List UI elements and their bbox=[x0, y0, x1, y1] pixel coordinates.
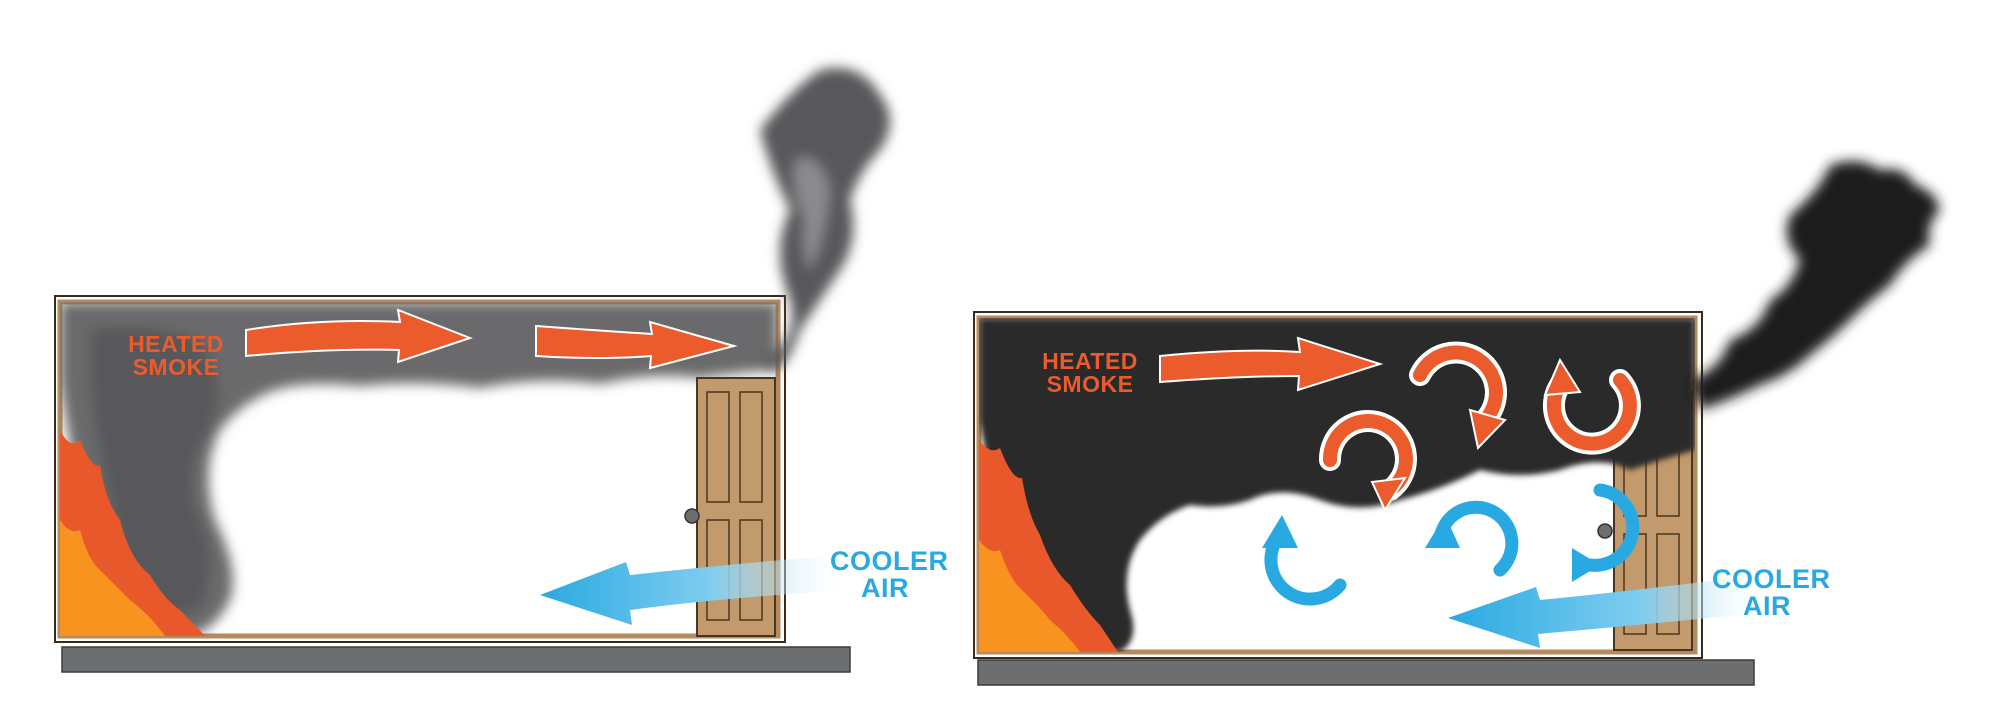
left-heated-line2: SMOKE bbox=[132, 354, 220, 380]
right-cooler-line1: COOLER bbox=[1712, 564, 1831, 594]
orange-arrowhead-3 bbox=[1543, 357, 1582, 397]
blue-arrowhead-3 bbox=[1572, 548, 1600, 582]
left-escaping-smoke bbox=[760, 67, 890, 371]
right-door-knob bbox=[1597, 523, 1613, 539]
right-room bbox=[973, 161, 1940, 686]
left-fire bbox=[60, 430, 205, 636]
right-cooler-air-label: COOLER AIR bbox=[1712, 564, 1831, 621]
right-heated-line1: HEATED bbox=[1042, 348, 1138, 374]
right-fire bbox=[979, 440, 1118, 652]
blue-arrowhead-1 bbox=[1262, 515, 1298, 548]
left-cooler-arrow bbox=[540, 555, 850, 625]
left-floor-slab bbox=[61, 646, 851, 673]
right-escaping-smoke bbox=[1690, 161, 1940, 410]
right-heated-smoke-label: HEATED SMOKE bbox=[1040, 350, 1140, 396]
right-floor-slab bbox=[977, 659, 1755, 686]
right-heated-arrow bbox=[1159, 336, 1384, 392]
right-heated-line2: SMOKE bbox=[1046, 371, 1134, 397]
right-smoke-layer bbox=[979, 318, 1695, 652]
left-cooler-line2: AIR bbox=[861, 573, 909, 603]
left-room bbox=[54, 67, 890, 673]
left-heated-smoke-label: HEATED SMOKE bbox=[126, 333, 226, 379]
blue-arrowhead-2 bbox=[1425, 515, 1460, 548]
left-door-knob bbox=[684, 508, 700, 524]
right-cooler-arrow bbox=[1448, 575, 1770, 648]
left-heated-line1: HEATED bbox=[128, 331, 224, 357]
orange-arrowhead-2 bbox=[1370, 476, 1407, 513]
left-cooler-line1: COOLER bbox=[830, 546, 949, 576]
orange-circulation-arrows bbox=[1318, 341, 1641, 501]
left-heated-arrow-2 bbox=[535, 320, 738, 370]
orange-arrowhead-1 bbox=[1468, 408, 1507, 451]
left-cooler-air-label: COOLER AIR bbox=[830, 546, 949, 603]
right-cooler-line2: AIR bbox=[1743, 591, 1791, 621]
left-heated-arrow-1 bbox=[245, 308, 473, 364]
